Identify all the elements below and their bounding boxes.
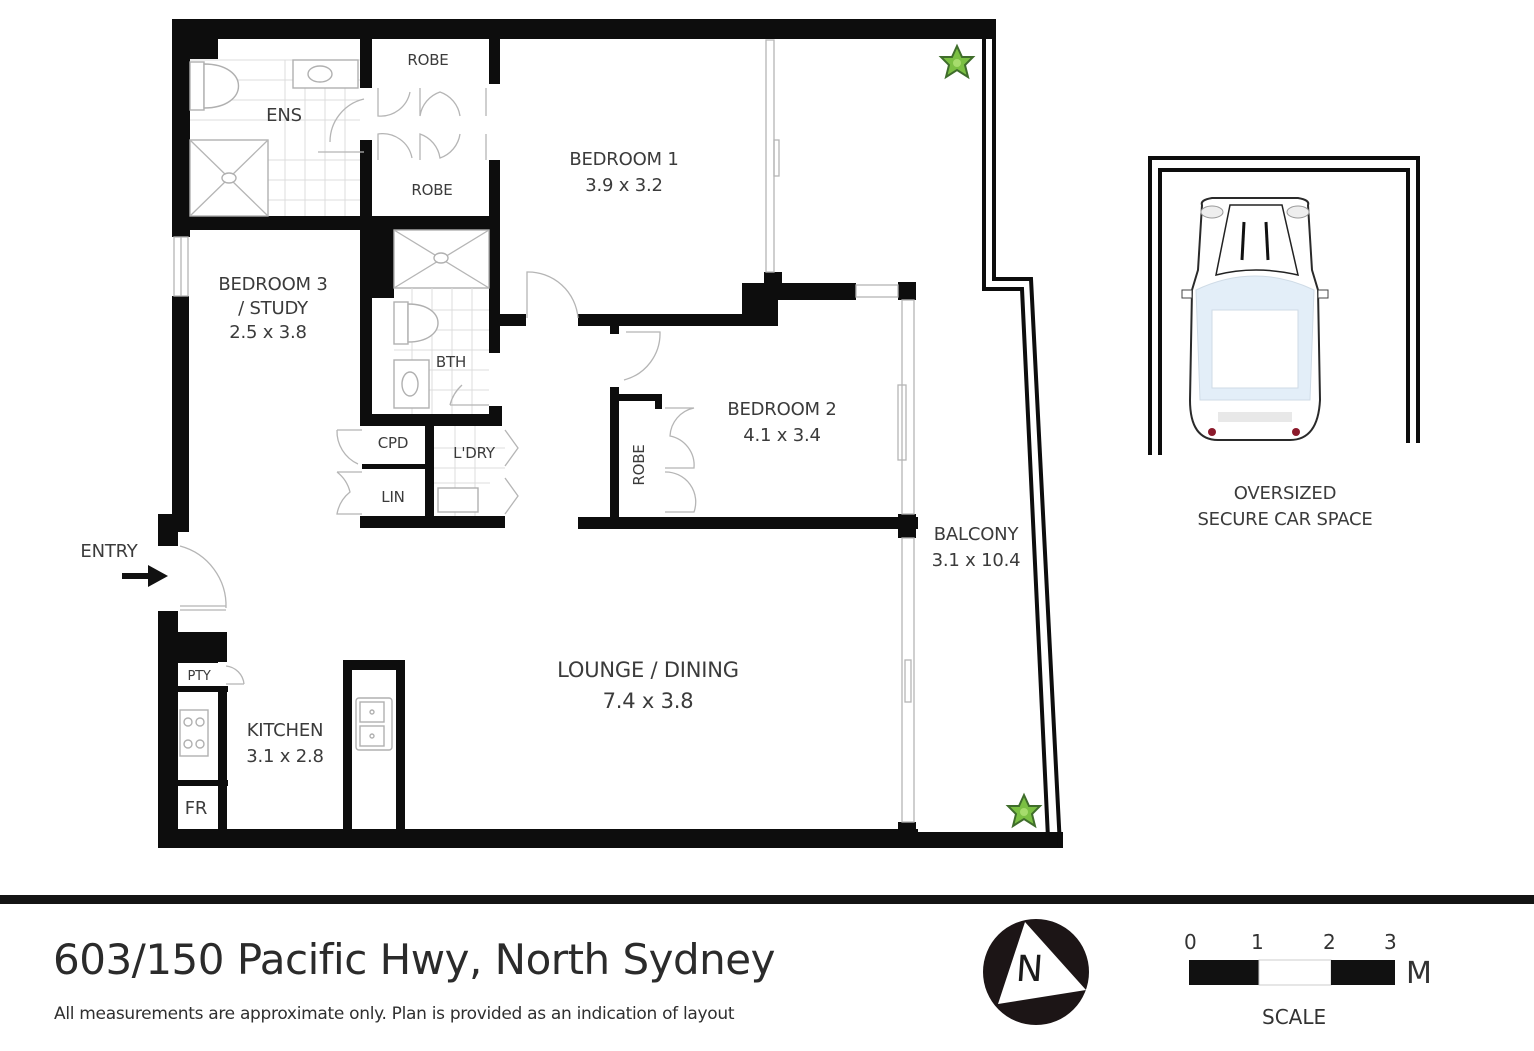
entry-label: ENTRY [80,541,138,562]
entry-door [179,545,227,611]
room-label-bedroom2-robe: ROBE [630,444,648,486]
north-arrow-icon [983,919,1089,1025]
plant-icon [1005,792,1043,829]
scale-tick: 0 [1184,930,1197,954]
room-label-laundry: L'DRY [453,444,495,462]
room-label-kitchen: KITCHEN 3.1 x 2.8 [246,720,324,767]
room-label-robe-bottom: ROBE [411,181,453,199]
room-label-fridge: FR [184,798,208,819]
disclaimer-text: All measurements are approximate only. P… [54,1004,735,1024]
room-label-lounge: LOUNGE / DINING 7.4 x 3.8 [557,658,739,713]
balcony-outline [900,38,1062,847]
footer-divider [0,895,1534,904]
room-label-linen: LIN [381,488,405,506]
room-label-bedroom2: BEDROOM 2 4.1 x 3.4 [727,399,837,446]
car-icon [1181,197,1329,441]
scale-unit: M [1406,956,1432,991]
internal-walls [172,37,918,848]
room-label-pantry: PTY [187,669,211,684]
car-space-label: OVERSIZED SECURE CAR SPACE [1197,483,1373,530]
scale-tick: 3 [1384,930,1397,954]
property-address: 603/150 Pacific Hwy, North Sydney [53,935,775,984]
car-space-outline [1148,156,1420,455]
storage-doors [336,426,519,516]
room-label-bedroom1: BEDROOM 1 3.9 x 3.2 [569,149,679,196]
room-label-ensuite: ENS [266,105,302,126]
scale-tick: 1 [1251,930,1264,954]
entry-arrow-icon [122,565,168,587]
kitchen-fixtures [179,665,393,757]
north-label: N [1014,949,1045,990]
room-label-robe-top: ROBE [407,51,449,69]
ensuite-fixtures [189,59,365,217]
room-label-bedroom3: BEDROOM 3 / STUDY 2.5 x 3.8 [218,274,328,343]
room-label-cupboard: CPD [377,434,409,452]
plant-icon [938,43,976,80]
robe-doors [377,88,487,160]
windows [173,39,915,823]
scale-bar [1189,959,1395,986]
room-label-balcony: BALCONY 3.1 x 10.4 [931,524,1021,571]
bathroom-fixtures [393,229,579,414]
scale-tick: 2 [1323,930,1336,954]
room-label-bathroom: BTH [435,353,467,371]
scale-caption: SCALE [1262,1005,1327,1029]
outer-walls [158,19,1063,848]
bedroom2-doors [623,331,697,513]
